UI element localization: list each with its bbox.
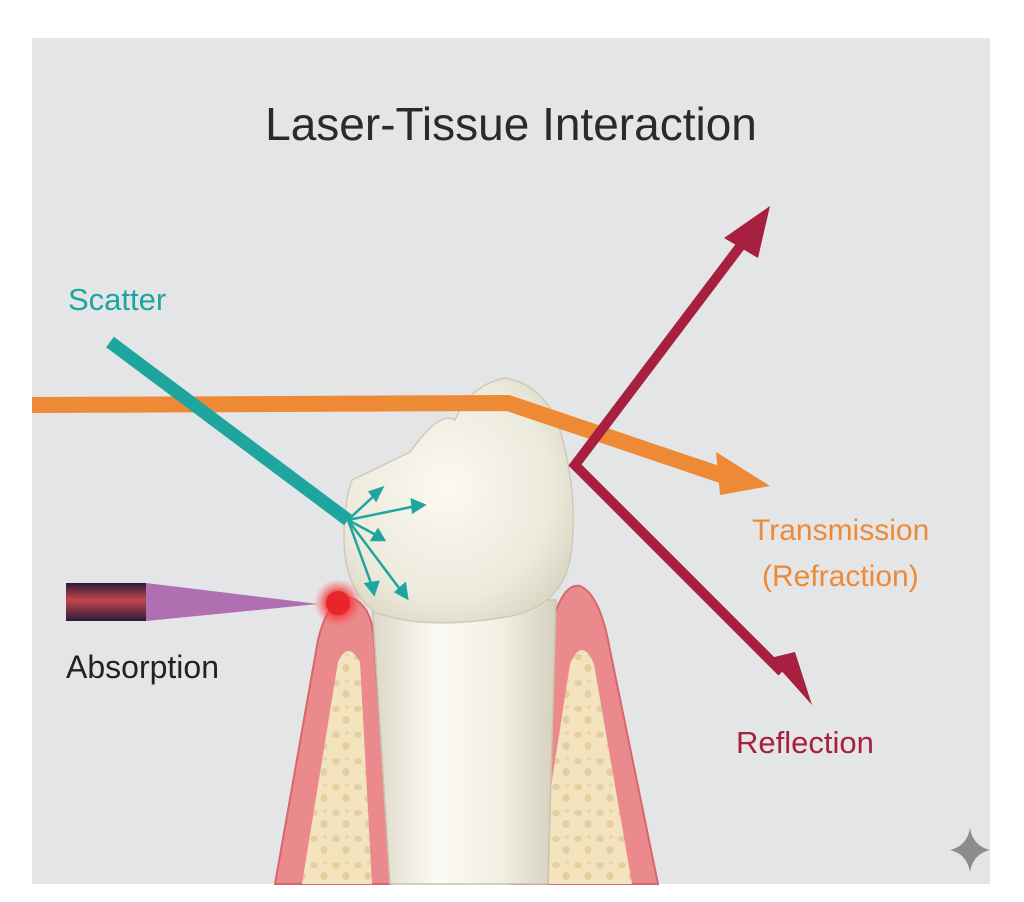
reflection-arrowhead-down [770,652,812,705]
reflection-arrowhead-up [724,206,770,258]
tooth [343,377,575,885]
absorption-probe [66,579,362,627]
gum-tissue [273,584,660,885]
refraction-label: (Refraction) [762,560,919,593]
scatter-label: Scatter [68,282,166,317]
scatter-beam [106,336,427,601]
absorption-label: Absorption [66,649,219,685]
transmission-arrowhead [716,452,770,495]
scatter-rays [346,485,427,601]
reflection-beam [568,206,812,705]
transmission-label: Transmission [752,514,929,547]
sparkle-icon [950,828,990,872]
diagram-title: Laser-Tissue Interaction [265,98,757,150]
reflection-label: Reflection [736,725,874,760]
